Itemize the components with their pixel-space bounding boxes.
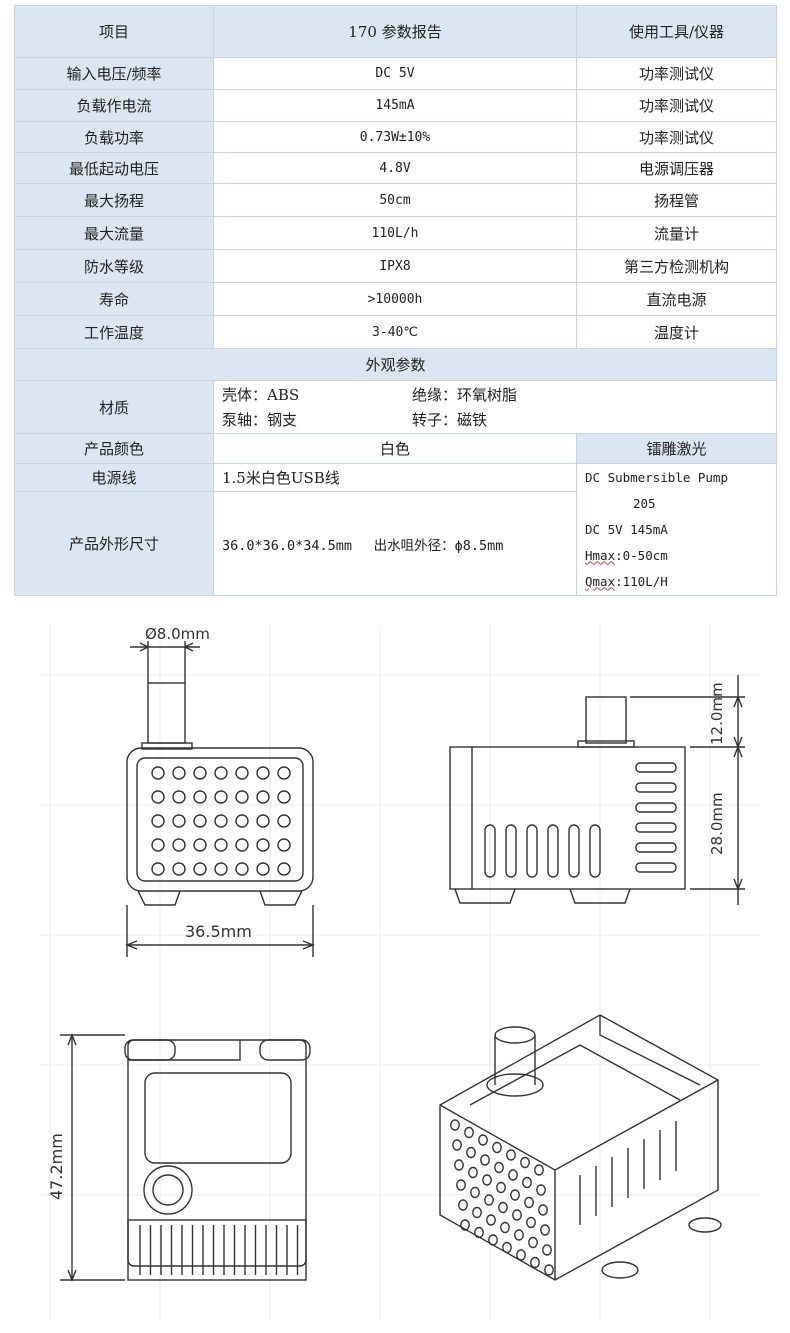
row-label: 最低起动电压 (14, 152, 214, 184)
table-row: 工作温度 3-40℃ 温度计 (14, 315, 777, 349)
table-row: 寿命 >10000h 直流电源 (14, 282, 777, 316)
back-view: 47.2mm (47, 1033, 311, 1282)
spec-table: 项目 170 参数报告 使用工具/仪器 输入电压/频率 DC 5V 功率测试仪 … (14, 5, 777, 596)
material-row: 材质 壳体：ABS 绝缘：环氧树脂 泵轴：钢支 转子：磁铁 (14, 380, 777, 434)
appearance-title: 外观参数 (14, 348, 777, 381)
row-tool: 扬程管 (576, 183, 777, 217)
hmax-value: :0-50cm (615, 547, 668, 563)
header-report: 170 参数报告 (213, 5, 577, 58)
row-tool: 第三方检测机构 (576, 249, 777, 283)
outlet-height-label: 12.0mm (708, 682, 726, 745)
laser-line-3: DC 5V 145mA (585, 521, 668, 537)
iso-grille-holes (450, 1119, 554, 1276)
hmax-key: Hmax (585, 547, 616, 563)
table-row: 最低起动电压 4.8V 电源调压器 (14, 152, 777, 184)
iso-side-slots (579, 1121, 677, 1225)
row-tool: 直流电源 (576, 282, 777, 316)
color-row: 产品颜色 白色 镭雕激光 (14, 433, 777, 464)
row-label: 寿命 (14, 282, 214, 316)
row-value: 145mA (213, 89, 577, 122)
cable-row: 电源线 1.5米白色USB线 DC Submersible Pump 205 D… (14, 463, 777, 596)
cable-label: 电源线 (14, 463, 214, 492)
laser-text: DC Submersible Pump 205 DC 5V 145mA Hmax… (576, 463, 777, 596)
table-row: 负载功率 0.73W±10% 功率测试仪 (14, 121, 777, 153)
width-label: 36.5mm (185, 922, 252, 941)
row-tool: 电源调压器 (576, 152, 777, 184)
row-label: 工作温度 (14, 315, 214, 349)
row-tool: 功率测试仪 (576, 121, 777, 153)
table-row: 输入电压/频率 DC 5V 功率测试仪 (14, 57, 777, 90)
row-label: 负载作电流 (14, 89, 214, 122)
size-row: 产品外形尺寸 36.0*36.0*34.5mm 出水咀外径：ϕ8.5mm (14, 491, 777, 596)
row-value: DC 5V (213, 57, 577, 90)
laser-line-1: DC Submersible Pump (585, 469, 728, 485)
material-values: 壳体：ABS 绝缘：环氧树脂 泵轴：钢支 转子：磁铁 (213, 380, 777, 434)
outlet-diameter-label: Ø8.0mm (145, 625, 210, 643)
material-label: 材质 (14, 380, 214, 434)
isometric-view (439, 1014, 722, 1281)
row-value: IPX8 (213, 249, 577, 283)
body-height-label: 28.0mm (708, 792, 726, 855)
qmax-key: Qmax (585, 573, 616, 589)
laser-line-4: Hmax:0-50cm (585, 543, 768, 569)
color-value: 白色 (213, 433, 577, 464)
laser-line-2: 205 (633, 495, 656, 511)
side-view: 12.0mm 28.0mm (449, 675, 745, 905)
row-value: 4.8V (213, 152, 577, 184)
size-value: 36.0*36.0*34.5mm 出水咀外径：ϕ8.5mm (213, 491, 577, 596)
row-label: 最大扬程 (14, 183, 214, 217)
total-height-label: 47.2mm (47, 1133, 66, 1200)
bottom-ribs (139, 1225, 299, 1275)
row-label: 最大流量 (14, 216, 214, 250)
material-insulation: 绝缘：环氧树脂 (412, 386, 518, 404)
row-label: 负载功率 (14, 121, 214, 153)
material-rotor: 转子：磁铁 (412, 411, 488, 429)
row-label: 输入电压/频率 (14, 57, 214, 90)
row-value: 0.73W±10% (213, 121, 577, 153)
pump-drawing: Ø8.0mm 36.5mm 12.0mm 28.0mm (40, 625, 760, 1320)
row-value: 50cm (213, 183, 577, 217)
laser-line-5: Qmax:110L/H (585, 569, 768, 595)
table-header-row: 项目 170 参数报告 使用工具/仪器 (14, 5, 777, 58)
end-slots (635, 762, 677, 873)
cable-value: 1.5米白色USB线 (213, 463, 577, 492)
row-tool: 流量计 (576, 216, 777, 250)
row-value: 110L/h (213, 216, 577, 250)
appearance-section-row: 外观参数 (14, 348, 777, 381)
table-row: 防水等级 IPX8 第三方检测机构 (14, 249, 777, 283)
row-value: 3-40℃ (213, 315, 577, 349)
table-row: 最大扬程 50cm 扬程管 (14, 183, 777, 217)
row-label: 防水等级 (14, 249, 214, 283)
color-label: 产品颜色 (14, 433, 214, 464)
front-view: Ø8.0mm 36.5mm (125, 625, 315, 957)
material-shell: 壳体：ABS (222, 386, 300, 404)
size-label: 产品外形尺寸 (14, 491, 214, 596)
qmax-value: :110L/H (615, 573, 668, 589)
header-tool: 使用工具/仪器 (576, 5, 777, 58)
grille-holes (151, 766, 291, 876)
laser-label: 镭雕激光 (576, 433, 777, 464)
row-tool: 功率测试仪 (576, 89, 777, 122)
row-value: >10000h (213, 282, 577, 316)
row-tool: 温度计 (576, 315, 777, 349)
row-tool: 功率测试仪 (576, 57, 777, 90)
header-item: 项目 (14, 5, 214, 58)
table-row: 最大流量 110L/h 流量计 (14, 216, 777, 250)
material-shaft: 泵轴：钢支 (222, 411, 298, 429)
side-slots (484, 824, 601, 878)
table-row: 负载作电流 145mA 功率测试仪 (14, 89, 777, 122)
